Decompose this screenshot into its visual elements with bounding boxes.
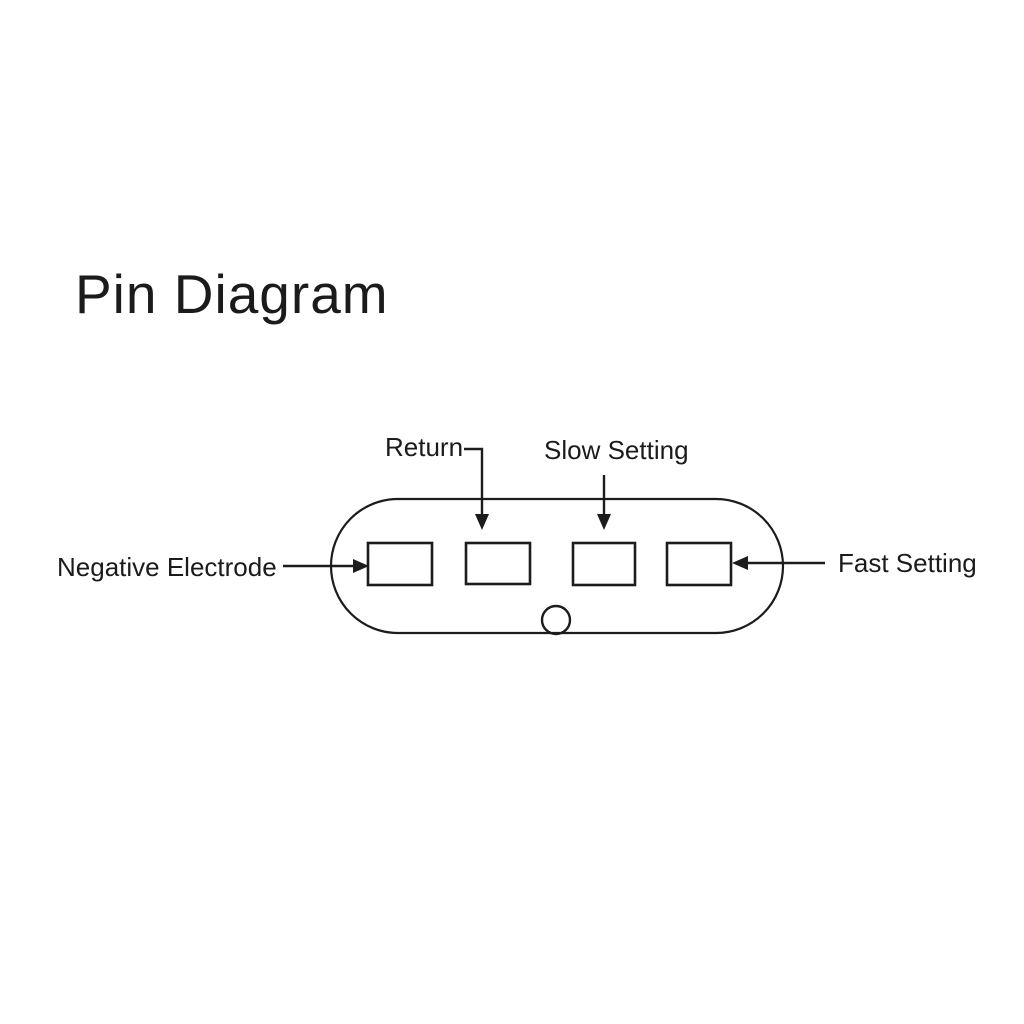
pin-2 [464,541,532,586]
alignment-hole [540,604,572,636]
return-arrow-line [464,447,484,516]
pin-3 [571,541,637,587]
negative-electrode-arrowhead [353,559,369,573]
connector-body-outline [329,497,785,635]
slow-setting-arrowhead [597,514,611,530]
page-title: Pin Diagram [75,263,389,325]
label-slow-setting: Slow Setting [544,435,689,465]
pin-1 [366,541,434,587]
fast-setting-arrowhead [732,556,748,570]
label-fast-setting: Fast Setting [838,548,977,578]
label-negative-electrode: Negative Electrode [57,552,277,582]
label-return: Return [385,432,464,462]
pin-4 [665,541,733,587]
return-arrowhead [475,514,489,530]
